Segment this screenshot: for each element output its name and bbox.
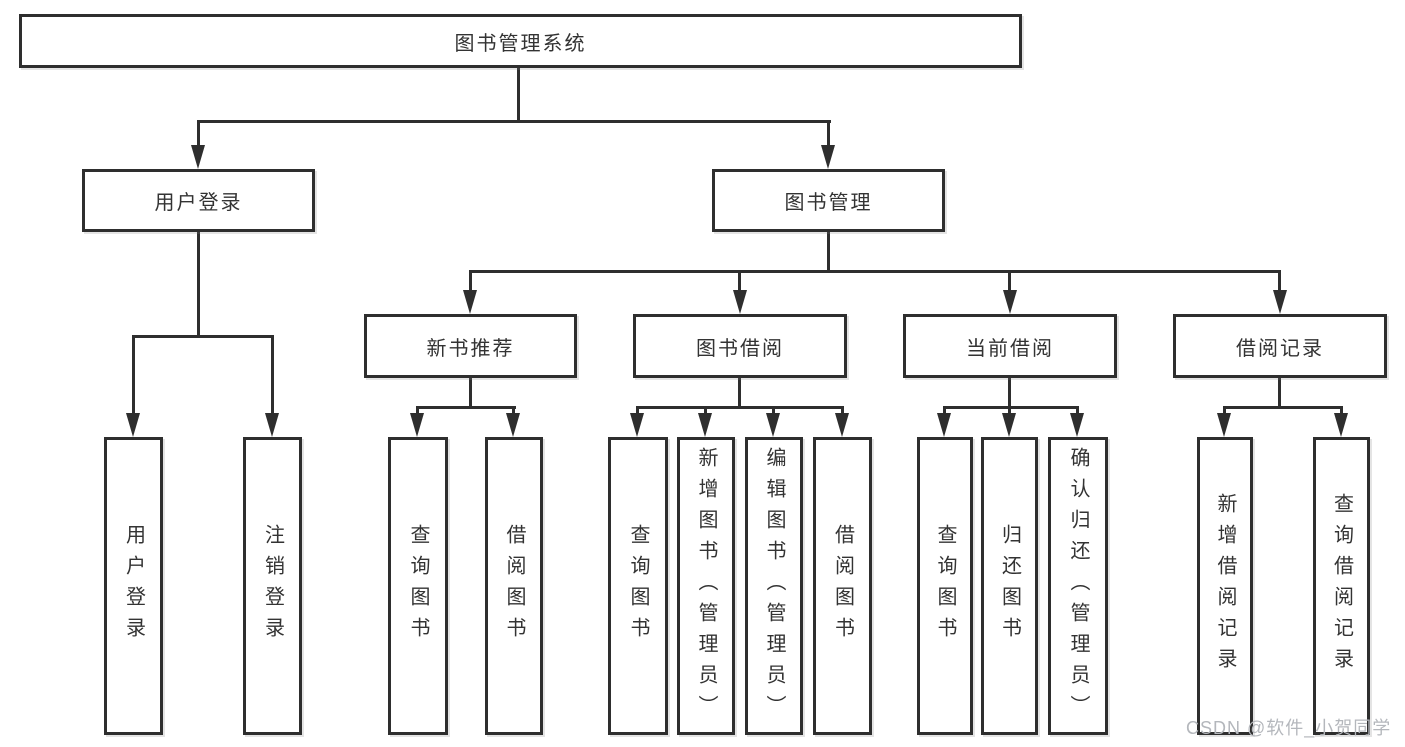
- leaf-query-books-borrowing: 查询图书: [608, 437, 668, 735]
- node-book-borrowing: 图书借阅: [633, 314, 847, 378]
- arrowhead-book-management: [821, 145, 835, 169]
- leaf-query-books-current: 查询图书: [917, 437, 973, 735]
- arrowhead-bb-edit: [766, 413, 780, 437]
- node-book-management: 图书管理: [712, 169, 945, 232]
- arrowhead-login-leaf: [126, 413, 140, 437]
- edge-book-borrowing-stem: [738, 378, 741, 408]
- leaf-logout: 注销登录: [243, 437, 302, 735]
- leaf-query-borrow-record: 查询借阅记录: [1313, 437, 1370, 735]
- leaf-edit-books-admin: 编辑图书（管理员）: [745, 437, 803, 735]
- arrowhead-bb-query: [630, 413, 644, 437]
- leaf-borrow-books-recommend: 借阅图书: [485, 437, 543, 735]
- edge-new-book-stem: [469, 378, 472, 408]
- arrowhead-logout-leaf: [265, 413, 279, 437]
- edge-book-management-branch: [469, 270, 1281, 273]
- edge-user-login-stem: [197, 232, 200, 335]
- leaf-add-borrow-record: 新增借阅记录: [1197, 437, 1253, 735]
- node-borrowing-records: 借阅记录: [1173, 314, 1387, 378]
- leaf-query-books-recommend: 查询图书: [388, 437, 448, 735]
- edge-root-branch: [197, 120, 831, 123]
- edge-borrowing-records-branch: [1223, 406, 1343, 409]
- arrowhead-br-add: [1217, 413, 1231, 437]
- edge-drop-current-borrowing: [1008, 270, 1011, 293]
- edge-drop-new-book: [469, 270, 472, 293]
- node-current-borrowing: 当前借阅: [903, 314, 1117, 378]
- arrowhead-borrowing-records: [1273, 290, 1287, 314]
- edge-user-login-branch: [132, 335, 274, 338]
- edge-current-borrowing-stem: [1008, 378, 1011, 408]
- edge-root-stem: [517, 68, 520, 120]
- arrowhead-user-login: [191, 145, 205, 169]
- arrowhead-current-borrowing: [1003, 290, 1017, 314]
- edge-root-drop-book-management: [827, 120, 830, 150]
- edge-drop-logout-leaf: [271, 335, 274, 415]
- leaf-return-books: 归还图书: [981, 437, 1038, 735]
- edge-drop-login-leaf: [132, 335, 135, 415]
- edge-book-borrowing-branch: [636, 406, 844, 409]
- edge-book-management-stem: [827, 232, 830, 270]
- edge-new-book-branch: [416, 406, 516, 409]
- edge-root-drop-user-login: [197, 120, 200, 150]
- csdn-watermark: CSDN @软件_小贺同学: [1186, 718, 1392, 738]
- arrowhead-bb-borrow: [835, 413, 849, 437]
- node-new-book-recommendation: 新书推荐: [364, 314, 577, 378]
- arrowhead-cb-query: [937, 413, 951, 437]
- node-user-login: 用户登录: [82, 169, 315, 232]
- edge-drop-book-borrowing: [738, 270, 741, 293]
- arrowhead-br-query: [1334, 413, 1348, 437]
- arrowhead-cb-return: [1002, 413, 1016, 437]
- edge-drop-borrowing-records: [1278, 270, 1281, 293]
- node-library-management-system: 图书管理系统: [19, 14, 1022, 68]
- arrowhead-nb-borrow: [506, 413, 520, 437]
- leaf-borrow-books: 借阅图书: [813, 437, 872, 735]
- arrowhead-new-book: [463, 290, 477, 314]
- leaf-add-books-admin: 新增图书（管理员）: [677, 437, 735, 735]
- arrowhead-book-borrowing: [733, 290, 747, 314]
- leaf-confirm-return-admin: 确认归还（管理员）: [1048, 437, 1108, 735]
- arrowhead-cb-confirm: [1070, 413, 1084, 437]
- leaf-user-login: 用户登录: [104, 437, 163, 735]
- arrowhead-nb-query: [410, 413, 424, 437]
- edge-current-borrowing-branch: [943, 406, 1079, 409]
- edge-borrowing-records-stem: [1278, 378, 1281, 408]
- arrowhead-bb-add: [698, 413, 712, 437]
